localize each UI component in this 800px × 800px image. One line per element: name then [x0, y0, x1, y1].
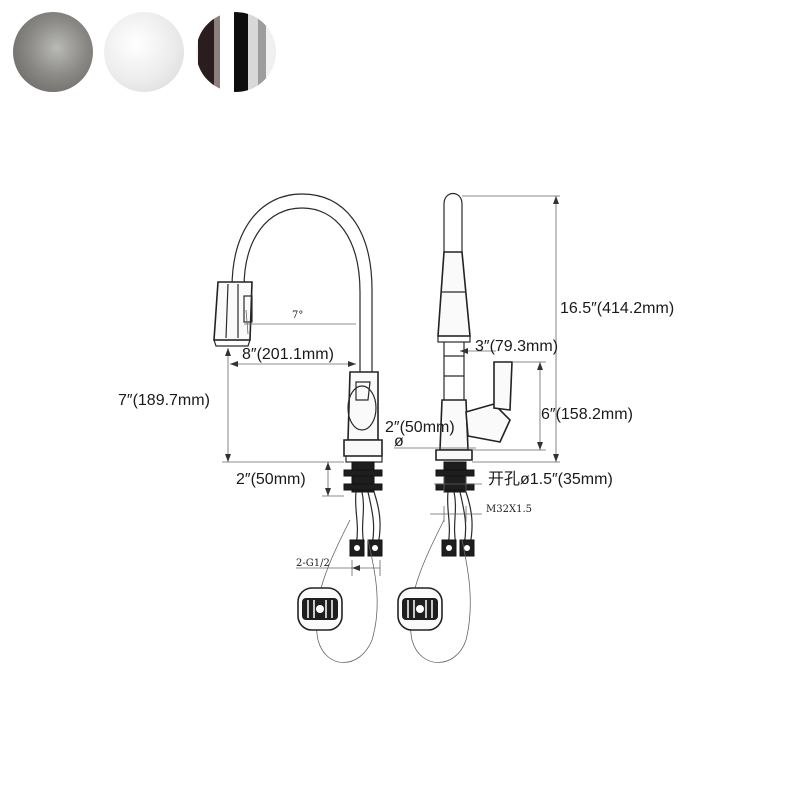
angle-label: 7°	[292, 310, 303, 321]
side-handle	[465, 403, 511, 443]
thread-label: M32X1.5	[486, 504, 532, 515]
inlet-label: 2-G1/2	[296, 558, 330, 569]
brushed-nickel-swatch[interactable]	[13, 12, 93, 92]
side-hose-weight	[397, 587, 443, 631]
white-swatch[interactable]	[104, 12, 184, 92]
handle-height-label: 6″(158.2mm)	[541, 406, 633, 423]
chrome-swatch-pattern	[196, 12, 276, 92]
chrome-swatch[interactable]	[196, 12, 276, 92]
front-view: 7° 8″(201.1mm) 7″(189.7mm) 2″(50mm) 2-G1…	[118, 193, 383, 663]
side-view: 16.5″(414.2mm) 3″(79.3mm) 6″(158.2mm) 2″…	[385, 192, 674, 663]
total-height-label: 16.5″(414.2mm)	[560, 300, 674, 317]
spout-height-label: 7″(189.7mm)	[118, 392, 210, 409]
base-diameter-label: 2″(50mm)	[385, 419, 455, 436]
hose-weight	[297, 587, 343, 631]
hose-offset-label: 3″(79.3mm)	[475, 338, 558, 355]
diameter-symbol: ø	[394, 433, 404, 450]
hole-label: 开孔ø1.5″(35mm)	[488, 470, 613, 488]
side-spray-head	[437, 251, 471, 337]
deck-thickness-label: 2″(50mm)	[236, 471, 306, 488]
reach-label: 8″(201.1mm)	[242, 346, 334, 363]
